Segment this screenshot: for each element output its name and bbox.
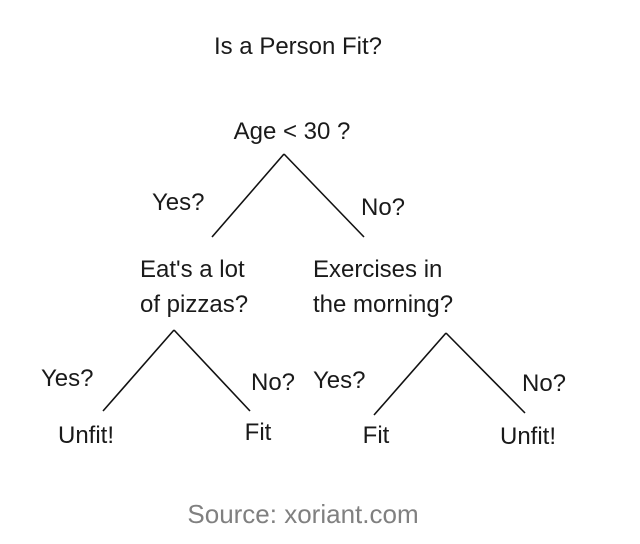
edge-root-yes — [211, 153, 285, 238]
branch-label-root-no: No? — [361, 194, 406, 221]
right-node-line1: Exercises in — [313, 256, 443, 283]
branch-label-right-yes: Yes? — [313, 367, 366, 394]
diagram-title: Is a Person Fit? — [213, 33, 383, 60]
edge-left-yes — [102, 329, 175, 412]
branch-label-right-no: No? — [522, 370, 567, 397]
leaf-right-no: Unfit! — [499, 423, 557, 450]
edge-left-no — [173, 329, 251, 412]
leaf-right-yes: Fit — [362, 422, 390, 449]
left-node-line1: Eat's a lot — [140, 256, 245, 283]
leaf-left-no: Fit — [244, 419, 272, 446]
right-node-line2: the morning? — [313, 291, 454, 318]
edge-right-yes — [373, 332, 447, 416]
edge-root-no — [283, 153, 365, 238]
source-caption: Source: xoriant.com — [187, 499, 419, 529]
branch-label-left-no: No? — [251, 369, 296, 396]
edge-right-no — [445, 332, 526, 414]
root-node: Age < 30 ? — [233, 118, 351, 145]
branch-label-root-yes: Yes? — [152, 189, 205, 216]
branch-label-left-yes: Yes? — [41, 365, 94, 392]
left-node-line2: of pizzas? — [140, 291, 249, 318]
leaf-left-yes: Unfit! — [57, 422, 115, 449]
